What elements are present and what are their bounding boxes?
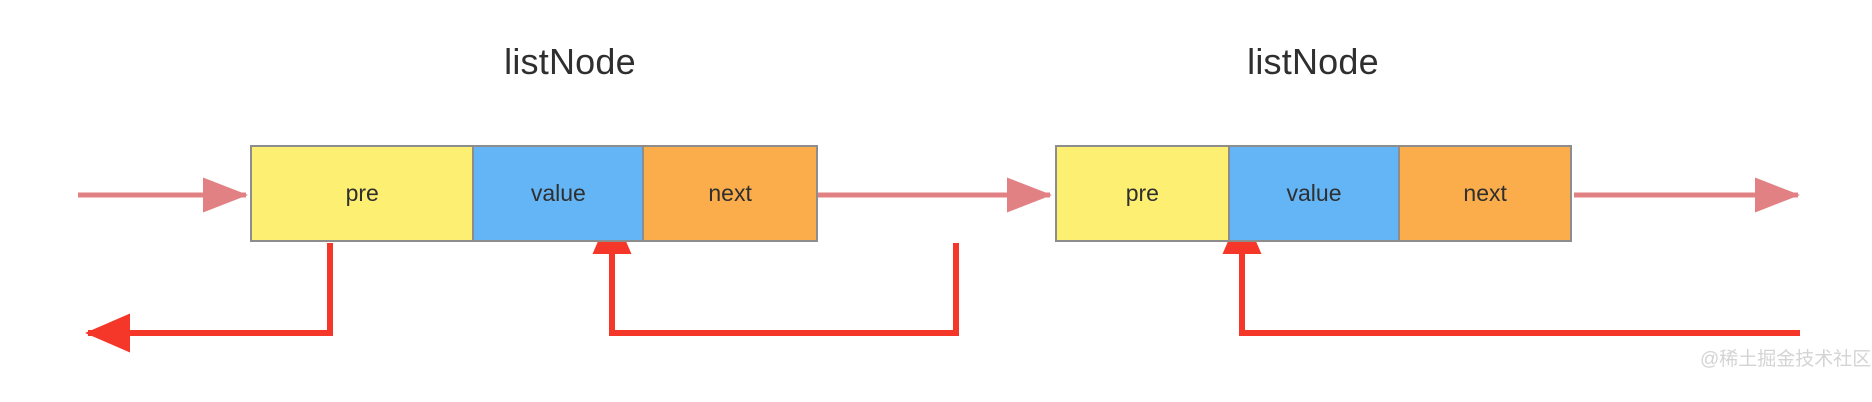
next-tail-to-node2-next-arrow: [1222, 209, 1800, 336]
node-1-next-label: next: [708, 180, 752, 206]
node2-pre-to-node1-next-arrow: [592, 209, 959, 336]
node-2-cell-next: next: [1398, 147, 1570, 240]
list-node-2: pre value next: [1055, 145, 1572, 242]
watermark: @稀土掘金技术社区: [1700, 349, 1872, 370]
node-2-pre-label: pre: [1125, 180, 1159, 206]
node-1-cell-value: value: [472, 147, 643, 240]
back-arrow-group: [85, 209, 1800, 353]
node-2-value-label: value: [1286, 180, 1342, 206]
node-1-cell-pre: pre: [252, 147, 473, 240]
node1-pre-to-prev-arrow: [85, 243, 333, 353]
node-1-pre-label: pre: [345, 180, 379, 206]
node-title-1: listNode: [504, 41, 636, 82]
node-2-cell-pre: pre: [1057, 147, 1228, 240]
node-2-cell-value: value: [1227, 147, 1399, 240]
list-node-1: pre value next: [250, 145, 818, 242]
node-title-2: listNode: [1247, 41, 1379, 82]
node-1-cell-next: next: [642, 147, 816, 240]
node-2-next-label: next: [1463, 180, 1507, 206]
node-1-value-label: value: [530, 180, 586, 206]
